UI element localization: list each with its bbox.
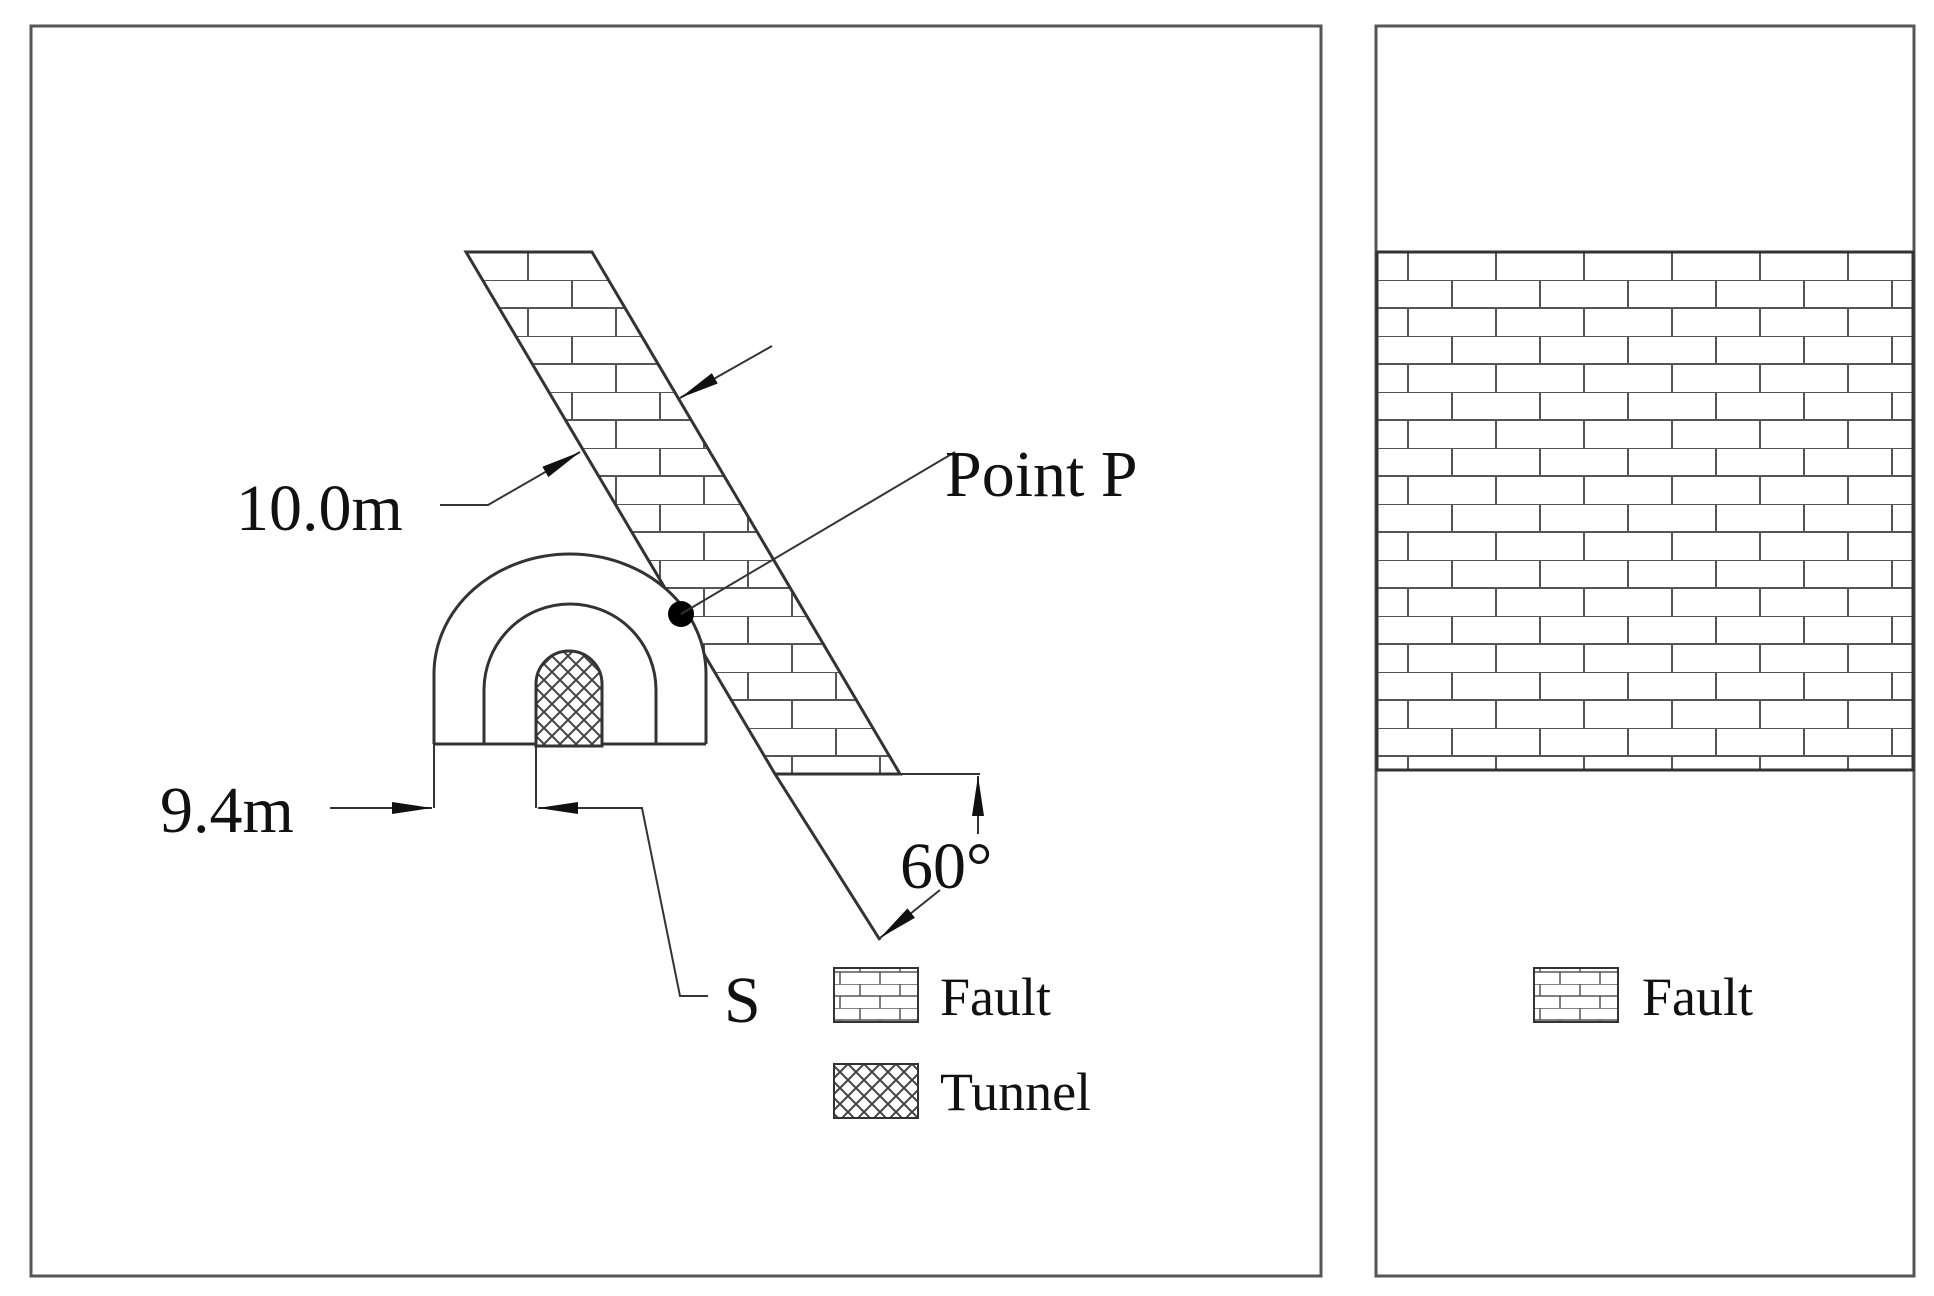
point-p-leader — [680, 451, 956, 615]
angle-label: 60° — [900, 830, 992, 903]
legend-fault-swatch — [833, 967, 919, 1023]
fault-layer — [1375, 250, 1915, 772]
spacing-label: S — [724, 964, 761, 1037]
left-panel: Point P 10.0m 9.4m S 60° Fault Tunnel — [29, 24, 1323, 1278]
spacing-leader — [538, 802, 708, 997]
thickness-leader-left — [440, 451, 581, 506]
legend-fault-swatch — [1533, 967, 1619, 1023]
legend-fault-label: Fault — [940, 967, 1051, 1027]
left-legend: Fault Tunnel — [833, 967, 1091, 1122]
thickness-arrow-right — [679, 345, 773, 399]
legend-fault-label: Fault — [1642, 967, 1753, 1027]
thickness-label: 10.0m — [236, 472, 403, 545]
fault-lower-edge — [773, 773, 882, 941]
legend-tunnel-swatch — [833, 1063, 919, 1119]
tunnel-core — [534, 649, 604, 748]
point-p-label: Point P — [945, 438, 1138, 511]
angle-arrow-down — [879, 889, 941, 939]
width-label: 9.4m — [160, 774, 294, 847]
right-panel: Fault — [1374, 24, 1916, 1278]
right-legend: Fault — [1533, 967, 1753, 1027]
legend-tunnel-label: Tunnel — [940, 1062, 1091, 1122]
